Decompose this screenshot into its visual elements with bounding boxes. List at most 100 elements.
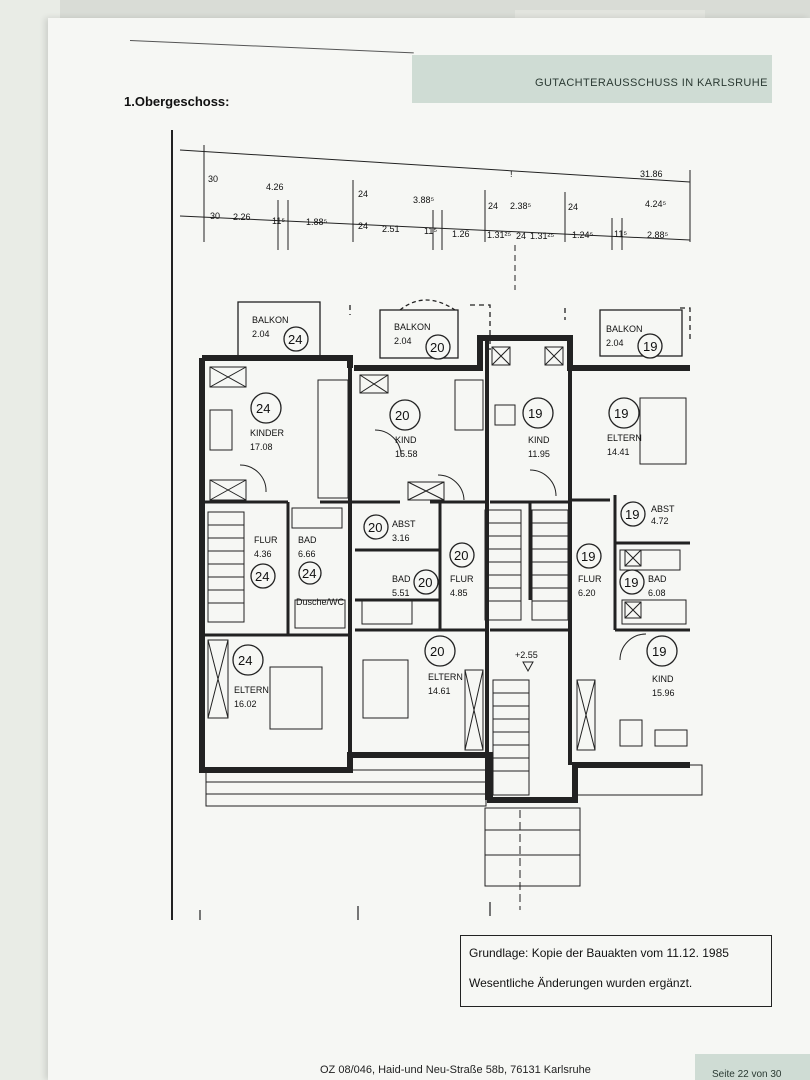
room-name-kind-19: KIND bbox=[528, 435, 550, 445]
stair-unit-24 bbox=[207, 511, 245, 623]
room-area-kind-19b: 15.96 bbox=[652, 688, 675, 698]
room-name-balkon-19: BALKON bbox=[606, 324, 643, 334]
dim-top-5: ! bbox=[510, 169, 513, 179]
dimension-line-second bbox=[179, 215, 691, 241]
unit-badge-flur-24: 24 bbox=[255, 569, 269, 584]
room-area-balkon-24: 2.04 bbox=[252, 329, 270, 339]
room-area-eltern-24: 16.02 bbox=[234, 699, 257, 709]
room-area-bad-24: 6.66 bbox=[298, 549, 316, 559]
room-name-eltern-24: ELTERN bbox=[234, 685, 269, 695]
room-area-kind-20: 15.58 bbox=[395, 449, 418, 459]
unit-badge-bad-24: 24 bbox=[302, 566, 316, 581]
room-area-flur-19: 6.20 bbox=[578, 588, 596, 598]
room-area-balkon-19: 2.04 bbox=[606, 338, 624, 348]
unit-badge-19: 19 bbox=[643, 339, 657, 354]
dim-top-8: 2.38⁵ bbox=[510, 201, 532, 211]
page-tab bbox=[695, 1054, 810, 1080]
room-area-eltern-19: 14.41 bbox=[607, 447, 630, 457]
stair-treads bbox=[208, 522, 568, 772]
dim-second-7: 11⁵ bbox=[424, 226, 437, 236]
room-area-eltern-20: 14.61 bbox=[428, 686, 451, 696]
dim-second-1: 30 bbox=[210, 211, 220, 221]
room-area-balkon-20: 2.04 bbox=[394, 336, 412, 346]
room-name-flur-19: FLUR bbox=[578, 574, 602, 584]
dim-second-10: 24 bbox=[516, 231, 526, 241]
room-name-eltern-20: ELTERN bbox=[428, 672, 463, 682]
unit-badge-eltern-19: 19 bbox=[614, 406, 628, 421]
dim-second-11: 1.31²⁵ bbox=[530, 231, 555, 241]
stair-center-lower bbox=[492, 679, 530, 796]
room-name-flur-20: FLUR bbox=[450, 574, 474, 584]
dim-second-4: 1.88⁵ bbox=[306, 217, 328, 227]
label-dusche-wc: Dusche/WC bbox=[296, 597, 345, 607]
label-level: +2.55 bbox=[515, 650, 538, 660]
dim-second-9: 1.31²⁵ bbox=[487, 230, 512, 240]
room-area-bad-20: 5.51 bbox=[392, 588, 410, 598]
unit-badge-eltern-20: 20 bbox=[430, 644, 444, 659]
dim-second-14: 2.88⁵ bbox=[647, 230, 669, 240]
unit-badge-bad-19: 19 bbox=[624, 575, 638, 590]
unit-badge-abst-19: 19 bbox=[625, 507, 639, 522]
caption-line-1: Grundlage: Kopie der Bauakten vom 11.12.… bbox=[469, 946, 729, 960]
page-number: Seite 22 von 30 bbox=[712, 1069, 782, 1080]
unit-badge-kind-20: 20 bbox=[395, 408, 409, 423]
room-name-balkon-24: BALKON bbox=[252, 315, 289, 325]
dim-top-4: 3.88⁵ bbox=[413, 195, 435, 205]
dim-top-2: 4.26 bbox=[266, 182, 284, 192]
room-area-flur-20: 4.85 bbox=[450, 588, 468, 598]
floor-title: 1.Obergeschoss: bbox=[124, 94, 230, 109]
room-area-abst-20: 3.16 bbox=[392, 533, 410, 543]
floor-plan: 30 4.26 24 3.88⁵ ! 31.86 24 2.38⁵ 24 4.2… bbox=[171, 130, 703, 920]
room-name-abst-20: ABST bbox=[392, 519, 416, 529]
room-area-bad-19: 6.08 bbox=[648, 588, 666, 598]
dim-second-8: 1.26 bbox=[452, 229, 470, 239]
dim-second-6: 2.51 bbox=[382, 224, 400, 234]
room-name-abst-19: ABST bbox=[651, 504, 675, 514]
room-name-balkon-20: BALKON bbox=[394, 322, 431, 332]
unit-badge-abst-20: 20 bbox=[368, 520, 382, 535]
dim-second-13: 11⁵ bbox=[614, 229, 627, 239]
room-name-kind-20: KIND bbox=[395, 435, 417, 445]
room-name-kind-19b: KIND bbox=[652, 674, 674, 684]
window-strip-right bbox=[574, 764, 703, 796]
dim-top-10: 4.24⁵ bbox=[645, 199, 667, 209]
dim-second-3: 11⁵ bbox=[272, 216, 285, 226]
unit-badge-kind-19: 19 bbox=[528, 406, 542, 421]
footer-address: OZ 08/046, Haid-und Neu-Straße 58b, 7613… bbox=[320, 1064, 591, 1076]
window-strip-left bbox=[205, 769, 487, 807]
dim-top-6: 31.86 bbox=[640, 169, 663, 179]
dim-second-12: 1.24⁵ bbox=[572, 230, 594, 240]
dim-top-1: 30 bbox=[208, 174, 218, 184]
room-name-bad-24: BAD bbox=[298, 535, 317, 545]
unit-badge-kinder: 24 bbox=[256, 401, 270, 416]
room-area-kinder-24: 17.08 bbox=[250, 442, 273, 452]
unit-badge-20: 20 bbox=[430, 340, 444, 355]
stair-center-left bbox=[484, 509, 522, 621]
header-organization: GUTACHTERAUSSCHUSS IN KARLSRUHE bbox=[535, 77, 768, 89]
room-name-bad-19: BAD bbox=[648, 574, 667, 584]
unit-badge-flur-20: 20 bbox=[454, 548, 468, 563]
balcony-24 bbox=[237, 301, 321, 359]
unit-badge-24: 24 bbox=[288, 332, 302, 347]
unit-badge-kind-19b: 19 bbox=[652, 644, 666, 659]
dim-top-9: 24 bbox=[568, 202, 578, 212]
balcony-20 bbox=[379, 309, 459, 359]
caption-box: Grundlage: Kopie der Bauakten vom 11.12.… bbox=[460, 935, 772, 1007]
unit-badge-flur-19: 19 bbox=[581, 549, 595, 564]
level-marker-icon bbox=[522, 661, 534, 673]
room-area-flur-24: 4.36 bbox=[254, 549, 272, 559]
room-area-abst-19: 4.72 bbox=[651, 516, 669, 526]
caption-line-2: Wesentliche Änderungen wurden ergänzt. bbox=[469, 976, 693, 990]
dim-top-7: 24 bbox=[488, 201, 498, 211]
room-name-kinder-24: KINDER bbox=[250, 428, 285, 438]
unit-badge-bad-20: 20 bbox=[418, 575, 432, 590]
unit-badge-eltern-24: 24 bbox=[238, 653, 252, 668]
entrance-area bbox=[484, 807, 581, 887]
room-name-bad-20: BAD bbox=[392, 574, 411, 584]
dimension-line-top bbox=[179, 149, 691, 183]
balcony-19 bbox=[599, 309, 683, 357]
room-name-eltern-19: ELTERN bbox=[607, 433, 642, 443]
stair-center-right bbox=[531, 509, 569, 621]
dim-second-5: 24 bbox=[358, 221, 368, 231]
room-name-flur-24: FLUR bbox=[254, 535, 278, 545]
